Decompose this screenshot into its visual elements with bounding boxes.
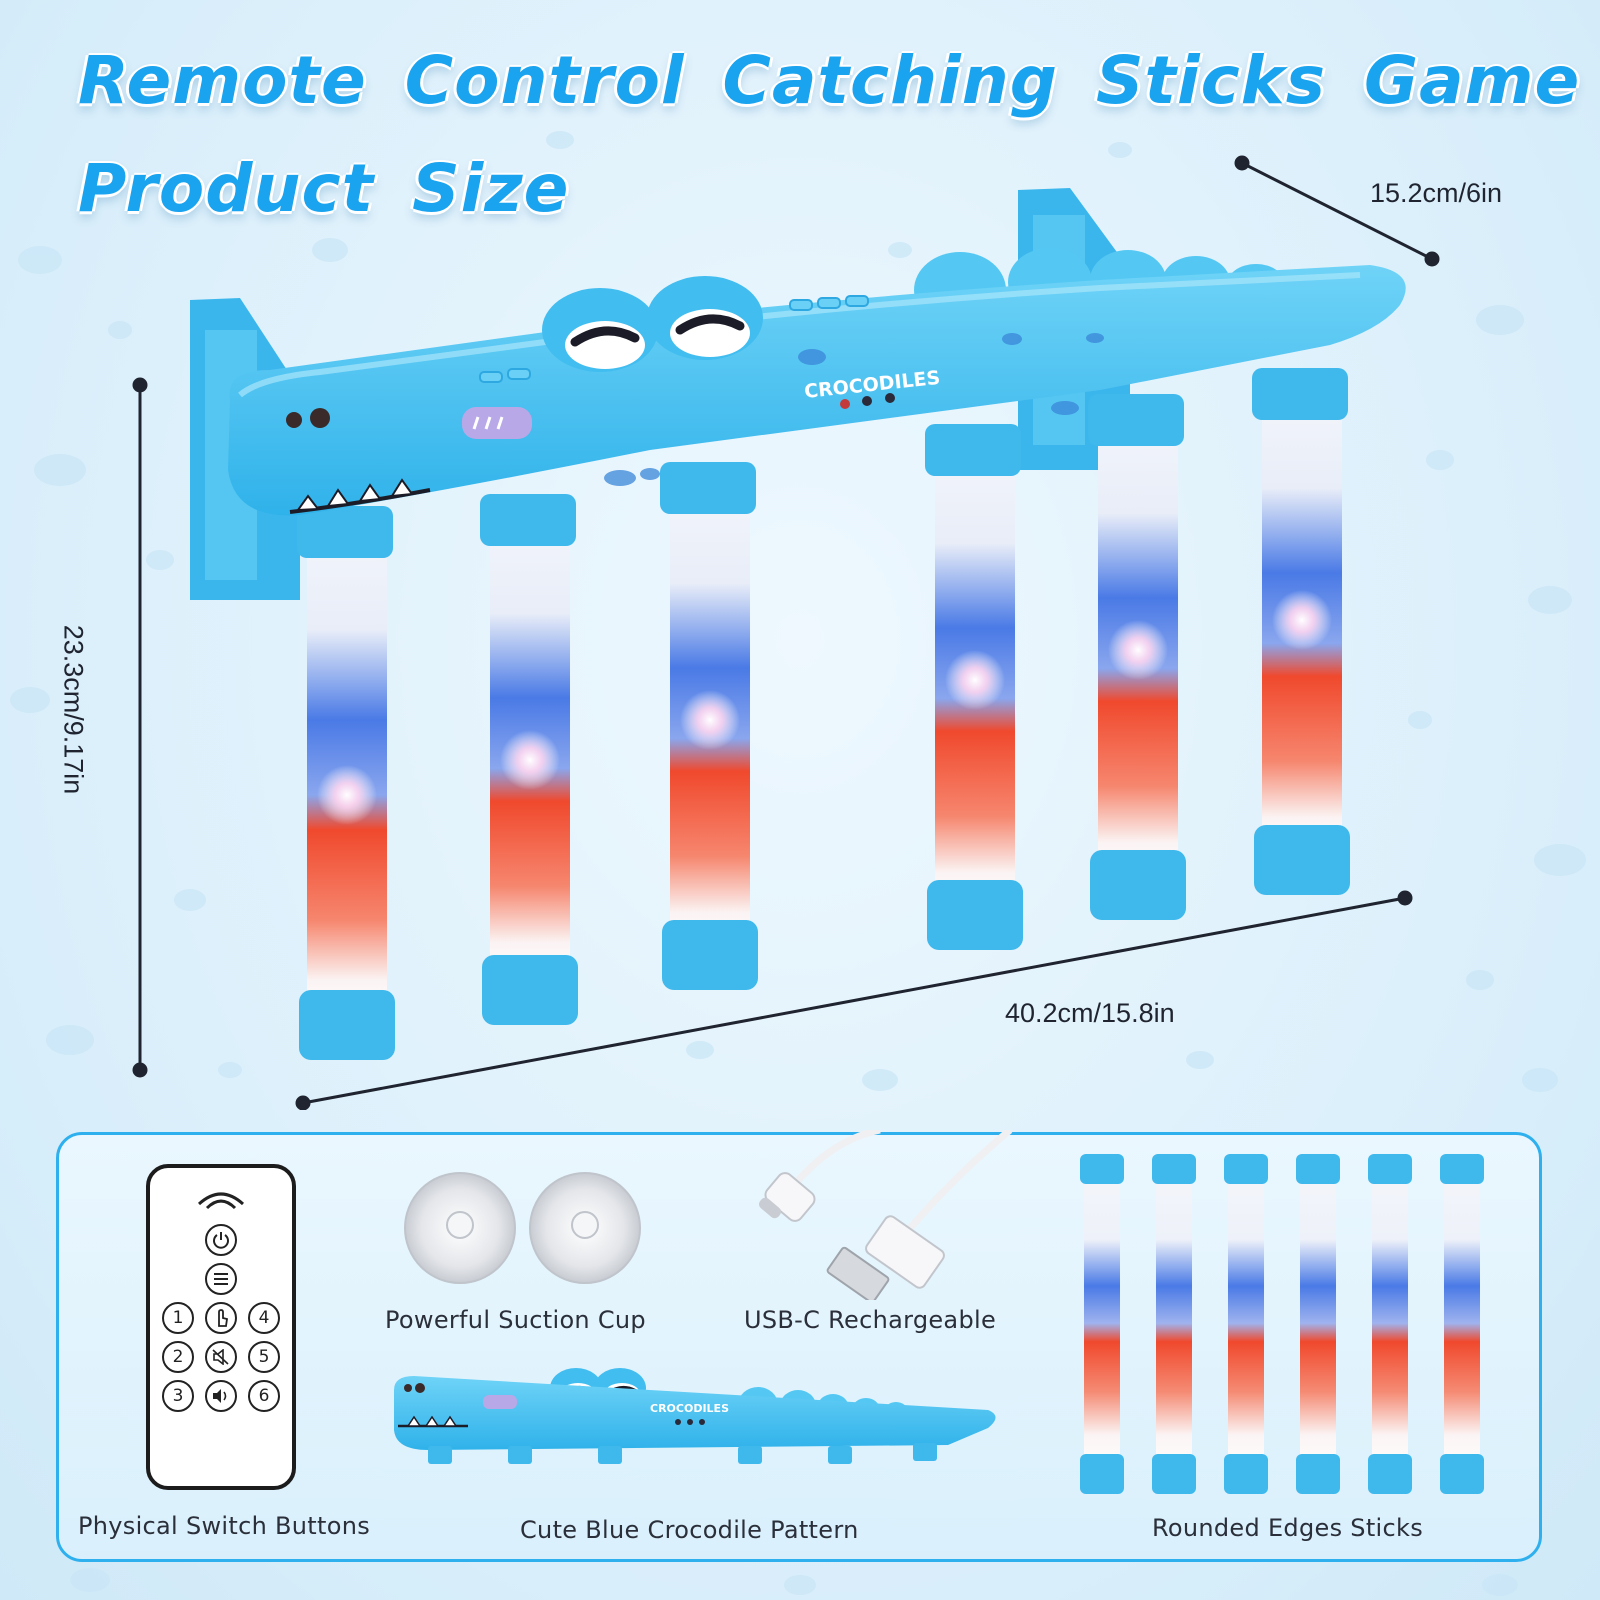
stick-item bbox=[1296, 1154, 1340, 1494]
suction-cups bbox=[404, 1172, 641, 1284]
menu-button bbox=[205, 1263, 237, 1295]
stick-4 bbox=[925, 424, 1023, 950]
height-dimension-label: 23.3cm/9.17in bbox=[58, 624, 89, 795]
crocodile-brand-text-small: CROCODILES bbox=[650, 1402, 729, 1415]
page-title-line-1: Remote Control Catching Sticks Game bbox=[78, 42, 1581, 119]
suction-cup-icon bbox=[529, 1172, 641, 1284]
crocodile-body: CROCODILES bbox=[228, 248, 1406, 516]
stick-item bbox=[1368, 1154, 1412, 1494]
stick-1 bbox=[297, 506, 395, 1060]
wireless-signal-icon bbox=[197, 1192, 245, 1210]
remote-button-4: 4 bbox=[248, 1302, 280, 1334]
stick-3 bbox=[660, 462, 758, 990]
page-title-line-2: Product Size bbox=[78, 150, 570, 227]
hand-pointer-icon bbox=[218, 1309, 229, 1327]
remote-caption: Physical Switch Buttons bbox=[78, 1512, 371, 1540]
remote-button-1: 1 bbox=[162, 1302, 194, 1334]
stick-item bbox=[1080, 1154, 1124, 1494]
usb-caption: USB-C Rechargeable bbox=[744, 1306, 997, 1334]
sticks-caption: Rounded Edges Sticks bbox=[1152, 1514, 1424, 1542]
mute-icon bbox=[212, 1349, 229, 1365]
sticks-group bbox=[297, 368, 1350, 1060]
remote-button-6: 6 bbox=[248, 1380, 280, 1412]
depth-dimension-label: 15.2cm/6in bbox=[1370, 178, 1503, 208]
crocodile-caption: Cute Blue Crocodile Pattern bbox=[520, 1516, 859, 1544]
remote-button-2: 2 bbox=[162, 1341, 194, 1373]
stick-item bbox=[1440, 1154, 1484, 1494]
remote-control: 1 4 2 5 3 6 bbox=[146, 1164, 296, 1490]
remote-button-3: 3 bbox=[162, 1380, 194, 1412]
touch-mode-button bbox=[205, 1302, 237, 1334]
suction-caption: Powerful Suction Cup bbox=[385, 1306, 646, 1334]
volume-button bbox=[205, 1380, 237, 1412]
volume-icon bbox=[213, 1389, 227, 1403]
stick-5 bbox=[1088, 394, 1186, 920]
dimension-line-depth bbox=[1234, 155, 1440, 267]
power-button bbox=[205, 1224, 237, 1256]
dimension-line-width bbox=[295, 890, 1413, 1110]
usb-cable bbox=[758, 1130, 1013, 1300]
stick-2 bbox=[480, 494, 578, 1025]
remote-button-5: 5 bbox=[248, 1341, 280, 1373]
suction-cup-icon bbox=[404, 1172, 516, 1284]
crocodile-pattern-image: CROCODILES bbox=[394, 1368, 996, 1464]
product-illustration: CROCODILES bbox=[132, 155, 1440, 1110]
menu-icon bbox=[214, 1273, 228, 1285]
stick-item bbox=[1224, 1154, 1268, 1494]
usb-c-connector-icon bbox=[758, 1172, 816, 1222]
sticks-set bbox=[1080, 1154, 1484, 1494]
width-dimension-label: 40.2cm/15.8in bbox=[1005, 998, 1175, 1028]
stick-item bbox=[1152, 1154, 1196, 1494]
dimension-line-height bbox=[132, 377, 148, 1078]
usb-a-connector-icon bbox=[826, 1215, 945, 1300]
power-icon bbox=[213, 1232, 229, 1249]
mute-button bbox=[205, 1341, 237, 1373]
stick-6 bbox=[1252, 368, 1350, 895]
crocodile-eyes bbox=[542, 276, 763, 372]
